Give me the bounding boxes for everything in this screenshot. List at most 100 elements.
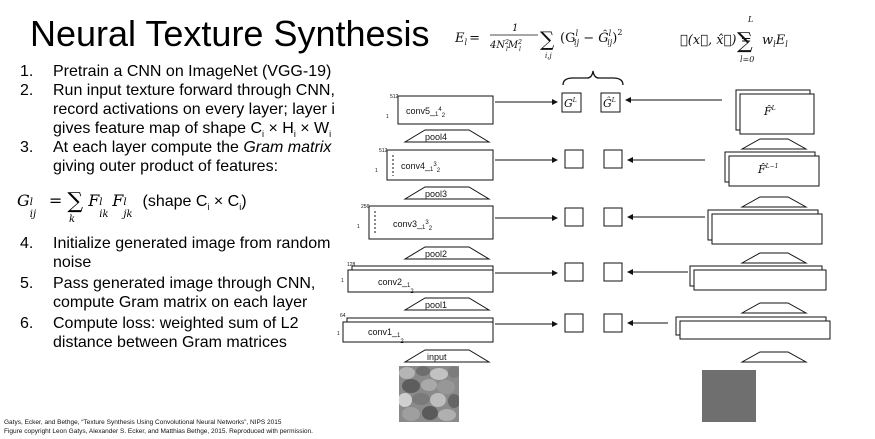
e-l: El= xyxy=(454,31,480,47)
conv4-box xyxy=(386,149,494,181)
generated-network xyxy=(675,89,831,363)
shape-w-sub: i xyxy=(329,129,332,140)
shape-c-text: gives feature map of shape C xyxy=(53,120,263,137)
pool1-label: pool1 xyxy=(425,300,447,310)
gram-shape-sub2: i xyxy=(239,202,242,213)
gram-shape-open: (shape C xyxy=(142,193,208,210)
total-sum-top: L xyxy=(747,15,753,24)
gram-shape-sub1: i xyxy=(207,202,210,213)
shape-c-sub: i xyxy=(262,129,265,140)
conv1-box-back xyxy=(342,321,494,343)
pool4-arrow-shape xyxy=(403,129,491,143)
gen-arrow-input xyxy=(740,351,808,363)
gram-target-l4 xyxy=(564,149,584,169)
conv1-size: 64 xyxy=(340,313,346,319)
step-2-number: 2. xyxy=(20,82,34,99)
gram-generated-l4 xyxy=(603,149,623,169)
step-1-line-1: Pretrain a CNN on ImageNet (VGG-19) xyxy=(53,63,332,80)
conv2-box-back xyxy=(347,269,494,293)
conv5-size: 512 xyxy=(390,94,399,100)
step-6-number: 6. xyxy=(20,315,34,332)
step-4-number: 4. xyxy=(20,235,34,252)
gen-arrow-3 xyxy=(740,196,808,208)
conv2-size: 128 xyxy=(347,262,356,268)
gram-ghat-label: ĜL xyxy=(603,96,616,110)
pool3-arrow: pool3 xyxy=(403,186,491,200)
slide-title: Neural Texture Synthesis xyxy=(30,13,430,54)
step-2-line-1: Run input texture forward through CNN, xyxy=(53,82,335,99)
el-sum: ∑ xyxy=(540,27,555,51)
gram-arrows-left xyxy=(495,99,558,327)
gen-arrow-1 xyxy=(740,302,808,314)
gram-shape-mid: × C xyxy=(209,193,240,210)
gen-layer1-back xyxy=(679,320,831,340)
gram-g-sup: l xyxy=(29,197,33,208)
pool2-label: pool2 xyxy=(425,249,447,259)
conv1-label: conv1_12 xyxy=(368,327,404,345)
gen-layer4-back xyxy=(728,155,820,187)
gram-g-label: GL xyxy=(564,97,577,110)
gram-f1-sub: ik xyxy=(99,209,109,220)
gram-generated-l1 xyxy=(603,313,623,333)
total-sum-bottom: l=0 xyxy=(740,55,754,64)
gen-arrow-2 xyxy=(740,252,808,264)
conv3-axis: 1 xyxy=(357,224,360,230)
step-2-line-2: record activations on every layer; layer… xyxy=(53,101,335,118)
gram-generated-l2 xyxy=(603,262,623,282)
conv3-box xyxy=(368,205,494,240)
conv4-label: conv4_132 xyxy=(401,161,441,174)
conv2-axis: 1 xyxy=(341,278,344,284)
step-3-text: At each layer compute the xyxy=(53,139,244,156)
gram-target-l3 xyxy=(564,207,584,227)
shape-w-text: × W xyxy=(300,120,330,137)
gram-g-sub: ij xyxy=(29,209,37,220)
citation-line-2: Figure copyright Leon Gatys, Alexander S… xyxy=(4,428,313,435)
pool4-label: pool4 xyxy=(425,132,447,142)
gram-f2: F xyxy=(112,191,124,210)
conv1-axis: 1 xyxy=(337,331,340,337)
feature-l1-label: F̂L−1 xyxy=(757,163,778,176)
gram-f1-sup: l xyxy=(99,197,103,208)
gram-g: G xyxy=(17,191,30,210)
total-loss-formula: ℒ(x⃗, x̂⃗) = L ∑ l=0 wlEl xyxy=(680,15,788,64)
total-sum: ∑ xyxy=(737,29,753,54)
conv4-block: conv4_132 512 1 xyxy=(375,148,494,181)
gram-matrix-term: Gram matrix xyxy=(243,139,332,156)
conv4-size: 512 xyxy=(379,148,388,154)
gram-sum-sub: k xyxy=(69,214,76,225)
shape-h-sub: i xyxy=(293,129,296,140)
gram-generated-l3 xyxy=(603,207,623,227)
conv3-block: conv3_132 256 1 xyxy=(357,204,494,240)
conv2-block: conv2_12 128 1 xyxy=(341,262,494,295)
gram-arrows-right xyxy=(625,97,722,326)
gen-layer5-back xyxy=(739,93,815,135)
step-5-line-2: compute Gram matrix on each layer xyxy=(53,294,308,311)
step-5-number: 5. xyxy=(20,275,34,292)
pool1-arrow-shape xyxy=(403,297,491,311)
pool1-arrow: pool1 xyxy=(403,297,491,311)
feature-l-label: F̂L xyxy=(763,105,776,118)
conv3-label: conv3_132 xyxy=(393,219,433,232)
pool3-arrow-shape xyxy=(403,186,491,200)
step-4-line-2: noise xyxy=(53,254,92,271)
conv2-label: conv2_12 xyxy=(378,277,414,295)
el-sum-sub: i,j xyxy=(545,52,552,60)
conv5-axis: 1 xyxy=(386,114,389,120)
conv5-block: conv5_142 512 1 xyxy=(386,94,494,125)
pool4-arrow: pool4 xyxy=(403,129,491,143)
gram-target-l1 xyxy=(564,313,584,333)
conv4-axis: 1 xyxy=(375,168,378,174)
gram-shape-close: ) xyxy=(241,193,247,210)
gram-f2-sup: l xyxy=(123,197,127,208)
step-1-number: 1. xyxy=(20,63,34,80)
gram-eq: = xyxy=(48,191,63,210)
conv5-label: conv5_142 xyxy=(406,106,446,119)
gram-generated-l5 xyxy=(600,92,621,113)
conv3-size: 256 xyxy=(361,204,370,210)
citation: Gatys, Ecker, and Bethge, “Texture Synth… xyxy=(4,418,313,436)
step-3-line-2: giving outer product of features: xyxy=(53,158,279,175)
